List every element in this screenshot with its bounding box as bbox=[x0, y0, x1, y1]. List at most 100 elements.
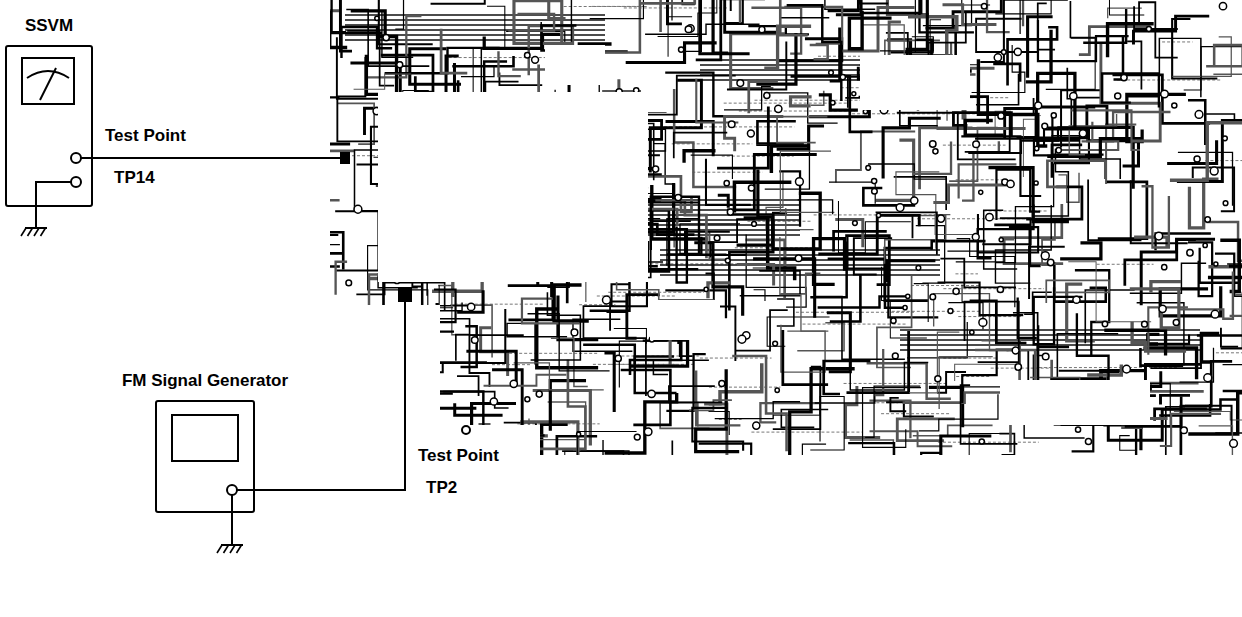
copper-trace bbox=[581, 440, 629, 500]
hatch bbox=[955, 273, 977, 274]
pad bbox=[1042, 353, 1049, 360]
copper-trace bbox=[641, 0, 695, 3]
pad bbox=[759, 27, 765, 33]
pad bbox=[972, 233, 979, 240]
pad bbox=[896, 204, 904, 212]
copper-trace bbox=[1008, 27, 1058, 85]
pad bbox=[997, 286, 1003, 292]
pad bbox=[1121, 74, 1127, 80]
pcb-board bbox=[248, 0, 1242, 540]
pad bbox=[648, 390, 655, 397]
copper-trace bbox=[912, 141, 951, 173]
copper-trace bbox=[773, 367, 821, 430]
blank-area bbox=[860, 55, 970, 110]
hatch bbox=[709, 387, 780, 388]
copper-trace bbox=[336, 262, 347, 295]
copper-trace bbox=[684, 151, 715, 163]
instrument-name: FM Signal Generator bbox=[122, 371, 288, 391]
copper-trace bbox=[282, 235, 339, 278]
copper-trace bbox=[667, 219, 699, 266]
copper-trace bbox=[457, 376, 479, 396]
pad bbox=[358, 402, 366, 410]
copper-trace bbox=[492, 370, 534, 429]
copper-trace bbox=[354, 74, 412, 89]
pad bbox=[490, 398, 497, 405]
copper-trace bbox=[410, 49, 461, 85]
copper-trace bbox=[765, 93, 838, 123]
pad bbox=[685, 26, 692, 33]
pad bbox=[1142, 321, 1148, 327]
pad bbox=[719, 381, 725, 387]
hatch bbox=[509, 353, 599, 354]
copper-trace bbox=[737, 265, 774, 286]
copper-trace bbox=[605, 393, 677, 453]
pad bbox=[615, 355, 621, 361]
pad bbox=[1041, 252, 1049, 260]
copper-trace bbox=[777, 117, 827, 143]
copper-trace bbox=[1188, 100, 1205, 145]
pad bbox=[775, 105, 782, 112]
pad bbox=[1075, 427, 1080, 432]
copper-trace bbox=[1148, 334, 1160, 344]
bus-trace bbox=[380, 334, 440, 336]
copper-trace bbox=[1160, 414, 1221, 446]
copper-trace bbox=[478, 424, 533, 539]
copper-trace bbox=[498, 51, 520, 76]
copper-trace bbox=[696, 0, 765, 60]
copper-trace bbox=[583, 345, 635, 364]
copper-trace bbox=[732, 356, 786, 451]
pad bbox=[532, 56, 539, 63]
copper-trace bbox=[988, 168, 1068, 222]
pad bbox=[852, 92, 856, 96]
pad bbox=[536, 391, 542, 397]
test-point-id: TP14 bbox=[112, 168, 157, 188]
pad bbox=[1079, 130, 1086, 137]
copper-trace bbox=[439, 285, 453, 307]
copper-trace bbox=[824, 361, 871, 394]
copper-trace bbox=[666, 121, 714, 156]
copper-trace bbox=[348, 316, 406, 342]
pad bbox=[1194, 156, 1200, 162]
pad bbox=[1035, 102, 1042, 109]
copper-trace bbox=[932, 241, 986, 250]
copper-trace bbox=[830, 274, 861, 322]
copper-trace bbox=[764, 26, 811, 68]
copper-trace bbox=[834, 231, 887, 251]
test-point-label: Test Point bbox=[103, 126, 188, 146]
copper-trace bbox=[965, 120, 1003, 135]
pad bbox=[347, 441, 354, 448]
copper-trace bbox=[583, 306, 645, 396]
copper-trace bbox=[850, 440, 946, 506]
copper-trace bbox=[948, 303, 983, 330]
pad bbox=[679, 47, 684, 52]
copper-trace bbox=[959, 164, 1017, 198]
copper-trace bbox=[828, 0, 907, 11]
copper-trace bbox=[835, 220, 863, 248]
copper-trace bbox=[780, 237, 828, 331]
copper-trace bbox=[619, 341, 667, 387]
copper-trace bbox=[749, 82, 778, 114]
pad bbox=[571, 329, 578, 336]
copper-trace bbox=[346, 9, 429, 66]
copper-trace bbox=[1172, 37, 1231, 76]
pad bbox=[1042, 123, 1048, 129]
copper-trace bbox=[590, 0, 644, 19]
copper-trace bbox=[982, 218, 1030, 244]
copper-trace bbox=[424, 391, 545, 435]
hatch bbox=[367, 342, 403, 343]
pad bbox=[467, 303, 474, 310]
pad bbox=[933, 149, 938, 154]
copper-trace bbox=[1172, 19, 1217, 78]
pad bbox=[525, 397, 530, 402]
copper-trace bbox=[1071, 110, 1139, 150]
copper-trace bbox=[358, 360, 426, 382]
pad bbox=[379, 386, 387, 394]
pad bbox=[773, 341, 778, 346]
pad bbox=[397, 62, 403, 68]
copper-trace bbox=[832, 443, 894, 518]
pad bbox=[1223, 136, 1228, 141]
hatch bbox=[956, 179, 1006, 180]
pad bbox=[911, 197, 918, 204]
copper-trace bbox=[781, 325, 825, 372]
pad bbox=[994, 54, 1001, 61]
